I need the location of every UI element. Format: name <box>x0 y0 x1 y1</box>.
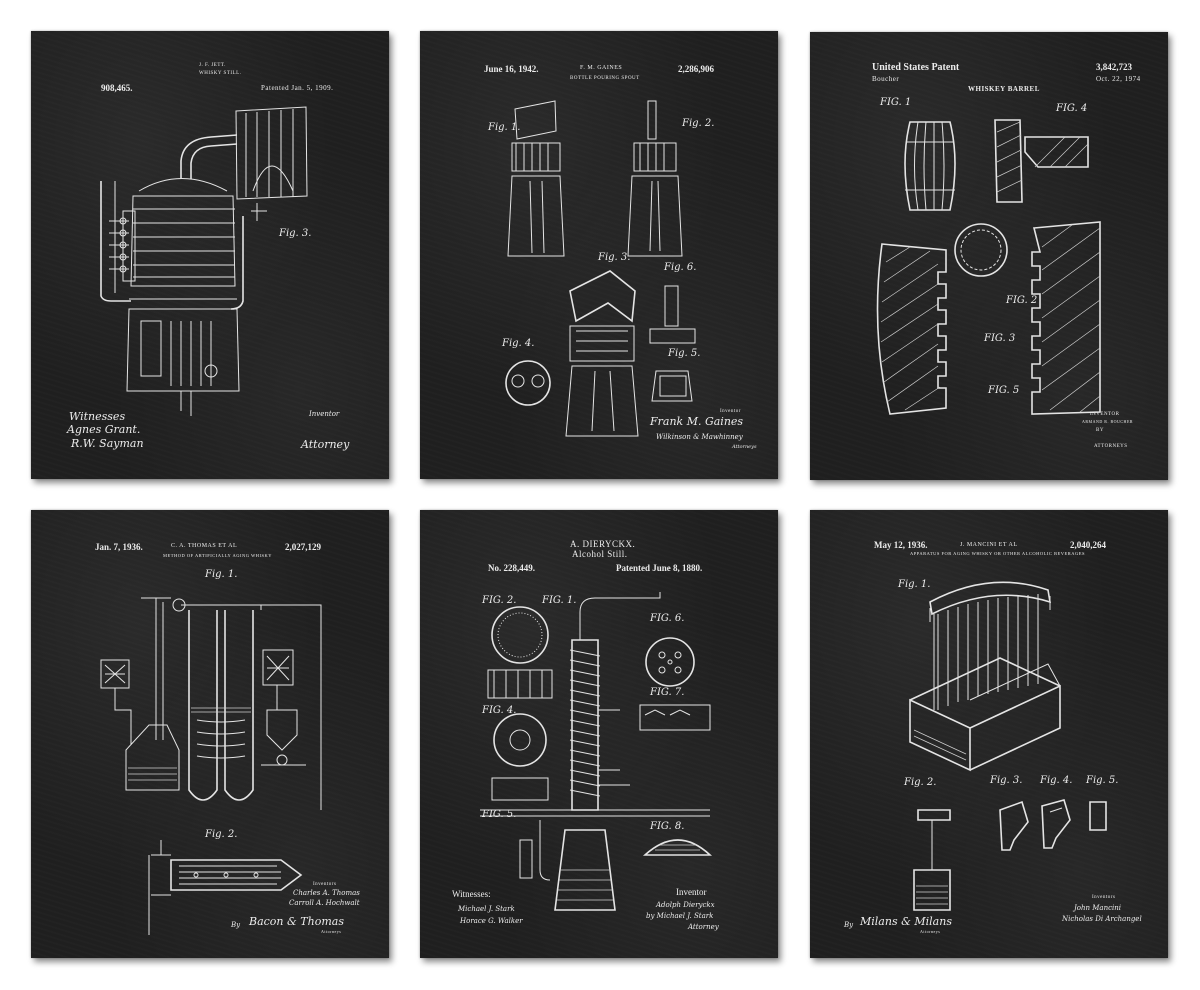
witness-signature: Horace G. Walker <box>460 917 523 925</box>
figure-label: FIG. 4 <box>1056 103 1088 114</box>
inventor-signature: John Mancini <box>1074 904 1122 912</box>
witness-signature: Agnes Grant. <box>67 423 141 436</box>
patent-assignee: Boucher <box>872 75 900 83</box>
poster-whisky-still: J. F. JETT. WHISKY STILL. 908,465. Paten… <box>31 31 389 479</box>
attorneys-label: Attorneys <box>732 444 757 450</box>
patent-subtitle: Alcohol Still. <box>572 549 628 559</box>
whisky-still-drawing <box>31 31 389 479</box>
patent-date: May 12, 1936. <box>874 540 928 550</box>
poster-aging-apparatus: May 12, 1936. J. MANCINI ET AL 2,040,264… <box>810 510 1168 958</box>
figure-label: FIG. 1. <box>542 595 577 606</box>
inventor-signature: Adolph Dieryckx <box>656 901 715 909</box>
patent-date: Patented Jan. 5, 1909. <box>261 84 334 92</box>
attorney-label: Attorney <box>301 438 350 451</box>
aging-apparatus-drawing <box>810 510 1168 958</box>
whiskey-barrel-drawing <box>810 32 1168 480</box>
poster-whiskey-barrel: United States Patent 3,842,723 Boucher O… <box>810 32 1168 480</box>
figure-label: FIG. 4. <box>482 705 517 716</box>
inventor-name: ARMAND R. BOUCHER <box>1082 419 1134 424</box>
attorneys-label: ATTORNEYS <box>1094 444 1128 449</box>
patent-subtitle: WHISKY STILL. <box>199 71 242 76</box>
figure-label: Fig. 6. <box>664 262 697 273</box>
figure-label: Fig. 5. <box>668 348 701 359</box>
figure-label: Fig. 2. <box>904 777 937 788</box>
figure-label: FIG. 1 <box>880 97 912 108</box>
inventor-signature: Charles A. Thomas <box>293 889 360 897</box>
figure-label: Fig. 1. <box>488 122 521 133</box>
inventor-signature: Frank M. Gaines <box>650 415 744 428</box>
figure-label: FIG. 3 <box>984 333 1016 344</box>
poster-aging-whisky-method: Jan. 7, 1936. C. A. THOMAS ET AL 2,027,1… <box>31 510 389 958</box>
witness-signature: R.W. Sayman <box>71 437 144 450</box>
figure-label: Fig. 4. <box>502 338 535 349</box>
witness-signature: Michael J. Stark <box>458 905 515 913</box>
patent-inventor-header: C. A. THOMAS ET AL <box>171 543 238 549</box>
inventor-label: Inventor <box>676 887 707 897</box>
attorneys-label: Attorneys <box>321 929 342 934</box>
patent-number: 2,040,264 <box>1070 540 1106 550</box>
patent-number: 2,286,906 <box>678 64 714 74</box>
inventors-label: Inventors <box>1092 895 1116 900</box>
figure-label: FIG. 5 <box>988 385 1020 396</box>
patent-inventor-header: F. M. GAINES <box>580 65 623 71</box>
by-label: By <box>844 921 854 929</box>
patent-inventor-header: A. DIERYCKX. <box>570 539 636 549</box>
figure-label: Fig. 3. <box>598 252 631 263</box>
poster-bottle-pouring-spout: June 16, 1942. F. M. GAINES 2,286,906 BO… <box>420 31 778 479</box>
patent-inventor-header: J. MANCINI ET AL <box>960 542 1018 548</box>
figure-label: Fig. 2. <box>682 118 715 129</box>
figure-label: Fig. 1. <box>898 579 931 590</box>
patent-title: WHISKEY BARREL <box>968 85 1040 93</box>
aging-method-drawing <box>31 510 389 958</box>
patent-header: United States Patent <box>872 62 960 73</box>
patent-date: Patented June 8, 1880. <box>616 563 703 573</box>
attorneys-signature: Milans & Milans <box>860 915 952 928</box>
patent-number: No. 228,449. <box>488 563 535 573</box>
figure-label: FIG. 2. <box>482 595 517 606</box>
attorneys-signature: Bacon & Thomas <box>249 915 344 928</box>
figure-label: FIG. 6. <box>650 613 685 624</box>
by-label: BY <box>1096 428 1104 433</box>
by-label: By <box>231 921 241 929</box>
patent-inventor-header: J. F. JETT. <box>199 63 226 68</box>
figure-label: FIG. 7. <box>650 687 685 698</box>
figure-label: Fig. 5. <box>1086 775 1119 786</box>
patent-number: 908,465. <box>101 83 133 93</box>
patent-number: 2,027,129 <box>285 542 321 552</box>
attorneys-signature: Wilkinson & Mawhinney <box>656 433 743 441</box>
patent-date: June 16, 1942. <box>484 64 539 74</box>
patent-date: Oct. 22, 1974 <box>1096 75 1141 83</box>
figure-label: FIG. 5. <box>482 809 517 820</box>
inventor-label: Inventor <box>720 409 741 414</box>
witnesses-label: Witnesses: <box>452 889 491 899</box>
figure-label: Fig. 3. <box>990 775 1023 786</box>
figure-label: FIG. 8. <box>650 821 685 832</box>
poster-alcohol-still: A. DIERYCKX. Alcohol Still. No. 228,449.… <box>420 510 778 958</box>
patent-date: Jan. 7, 1936. <box>95 542 143 552</box>
figure-label: Fig. 3. <box>279 228 312 239</box>
inventor-label: INVENTOR <box>1090 412 1120 417</box>
patent-subtitle: BOTTLE POURING SPOUT <box>570 76 640 81</box>
attorneys-label: Attorneys <box>920 929 941 934</box>
attorney-label: Attorney <box>688 923 719 931</box>
patent-subtitle: METHOD OF ARTIFICIALLY AGING WHISKY <box>163 553 273 558</box>
figure-label: Fig. 4. <box>1040 775 1073 786</box>
witnesses-label: Witnesses <box>69 410 126 423</box>
alcohol-still-drawing <box>420 510 778 958</box>
inventor-signature: Nicholas Di Archangel <box>1062 915 1142 923</box>
inventor-signature: Carroll A. Hochwalt <box>289 899 360 907</box>
figure-label: Fig. 2. <box>205 829 238 840</box>
figure-label: FIG. 2 <box>1006 295 1038 306</box>
pouring-spout-drawing <box>420 31 778 479</box>
by-line: by Michael J. Stark <box>646 912 714 920</box>
inventors-label: Inventors <box>313 882 337 887</box>
figure-label: Fig. 1. <box>205 569 238 580</box>
inventor-label: Inventor <box>309 410 340 418</box>
patent-number: 3,842,723 <box>1096 62 1132 72</box>
patent-subtitle: APPARATUS FOR AGING WHISKY OR OTHER ALCO… <box>910 551 1085 556</box>
